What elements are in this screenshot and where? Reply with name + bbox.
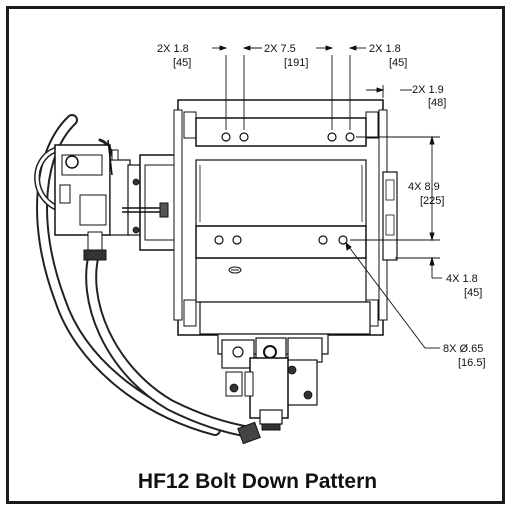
dim-hole-primary: 8X Ø.65 [443,343,483,355]
drawing-caption: HF12 Bolt Down Pattern [137,470,378,493]
dim-left-metric: [45] [173,57,191,69]
dim-right-primary: 2X 1.8 [369,43,401,55]
dim-left-primary: 2X 1.8 [157,43,189,55]
dim-center-metric: [191] [284,57,308,69]
bolt-hole [214,235,224,245]
dimension-lines [212,45,442,349]
bolt-hole [221,132,231,142]
bolt-hole [232,235,242,245]
bolt-hole [318,235,328,245]
bolt-hole [338,235,348,245]
dim-center-primary: 2X 7.5 [264,43,296,55]
dim-edge-primary: 2X 1.9 [412,84,444,96]
dim-hole-metric: [16.5] [458,357,486,369]
bolt-hole [327,132,337,142]
drum-frame [173,99,398,336]
dim-right-metric: [45] [389,57,407,69]
bolt-hole [345,132,355,142]
dim-row-metric: [225] [420,195,444,207]
dim-bottom-metric: [45] [464,287,482,299]
bolt-hole [239,132,249,142]
motor-flange [122,154,181,251]
dim-row-primary: 4X 8.9 [408,181,440,193]
dim-bottom-primary: 4X 1.8 [446,273,478,285]
dim-edge-metric: [48] [428,97,446,109]
bottom-motor-assembly [217,333,329,445]
dimension-labels: 2X 1.8 [45] 2X 7.5 [191] 2X 1.8 [45] 2X … [157,43,486,369]
valve-block [54,139,131,261]
bolt-holes [214,132,355,245]
